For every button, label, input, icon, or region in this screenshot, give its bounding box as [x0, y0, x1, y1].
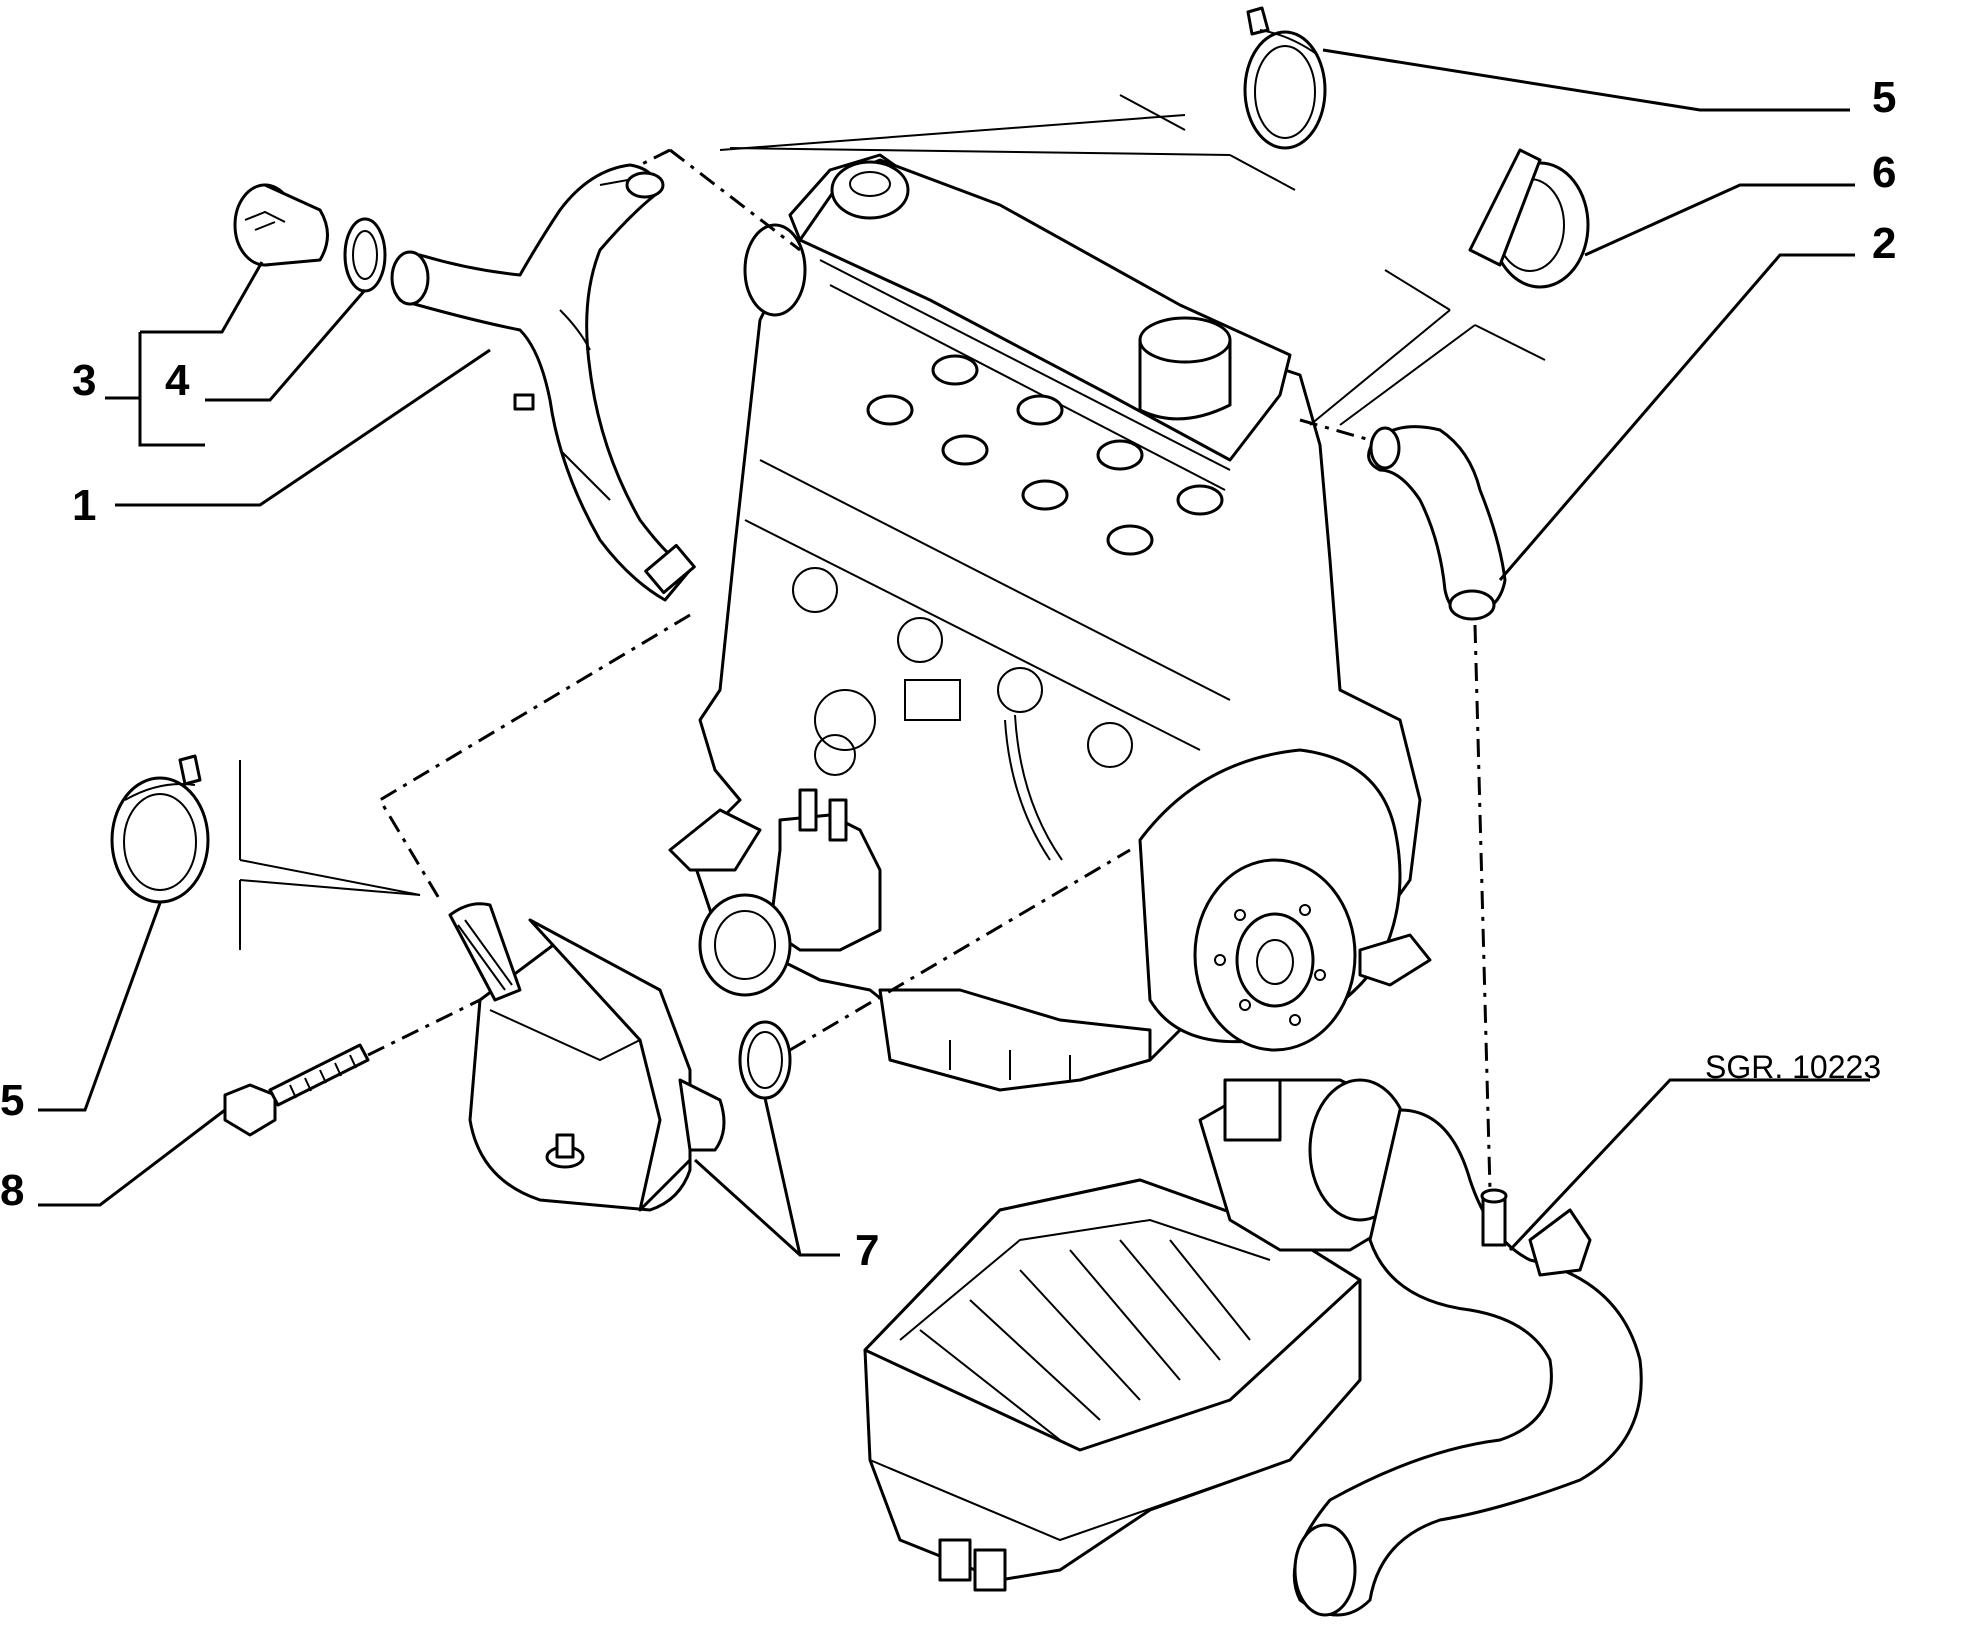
part-8-screw — [223, 1043, 370, 1137]
injector-row — [866, 354, 1224, 556]
callout-labels: 1 2 3 4 5 5 6 7 8 SGR. 10223 — [0, 73, 1896, 1275]
callout-6: 6 — [1872, 148, 1896, 197]
engine-assembly — [668, 153, 1432, 1092]
part-7-o-ring — [738, 1020, 792, 1100]
callout-8: 8 — [0, 1166, 24, 1215]
callout-2: 2 — [1872, 219, 1896, 268]
reference-code: SGR. 10223 — [1705, 1049, 1881, 1085]
part-2-hose-elbow — [1367, 425, 1507, 621]
callout-7: 7 — [855, 1226, 879, 1275]
callout-4: 4 — [165, 356, 190, 405]
part-1-breather-pipe — [390, 163, 696, 602]
callout-1: 1 — [72, 481, 96, 530]
oil-separator — [448, 902, 726, 1212]
air-filter-housing — [863, 1078, 1643, 1617]
callout-5-bottom: 5 — [0, 1076, 24, 1125]
part-3-filler-cap — [233, 183, 329, 267]
leader-lines — [38, 48, 1870, 1257]
part-5-hose-clamp-top — [1243, 6, 1327, 150]
part-6-hose-clamp — [1468, 148, 1590, 289]
flywheel — [1138, 748, 1402, 1052]
part-4-sealing-ring — [343, 217, 387, 293]
assembly-lines — [239, 94, 1546, 1191]
part-5-hose-clamp-bottom — [110, 754, 210, 904]
callout-5-top: 5 — [1872, 73, 1896, 122]
callout-3: 3 — [72, 356, 96, 405]
